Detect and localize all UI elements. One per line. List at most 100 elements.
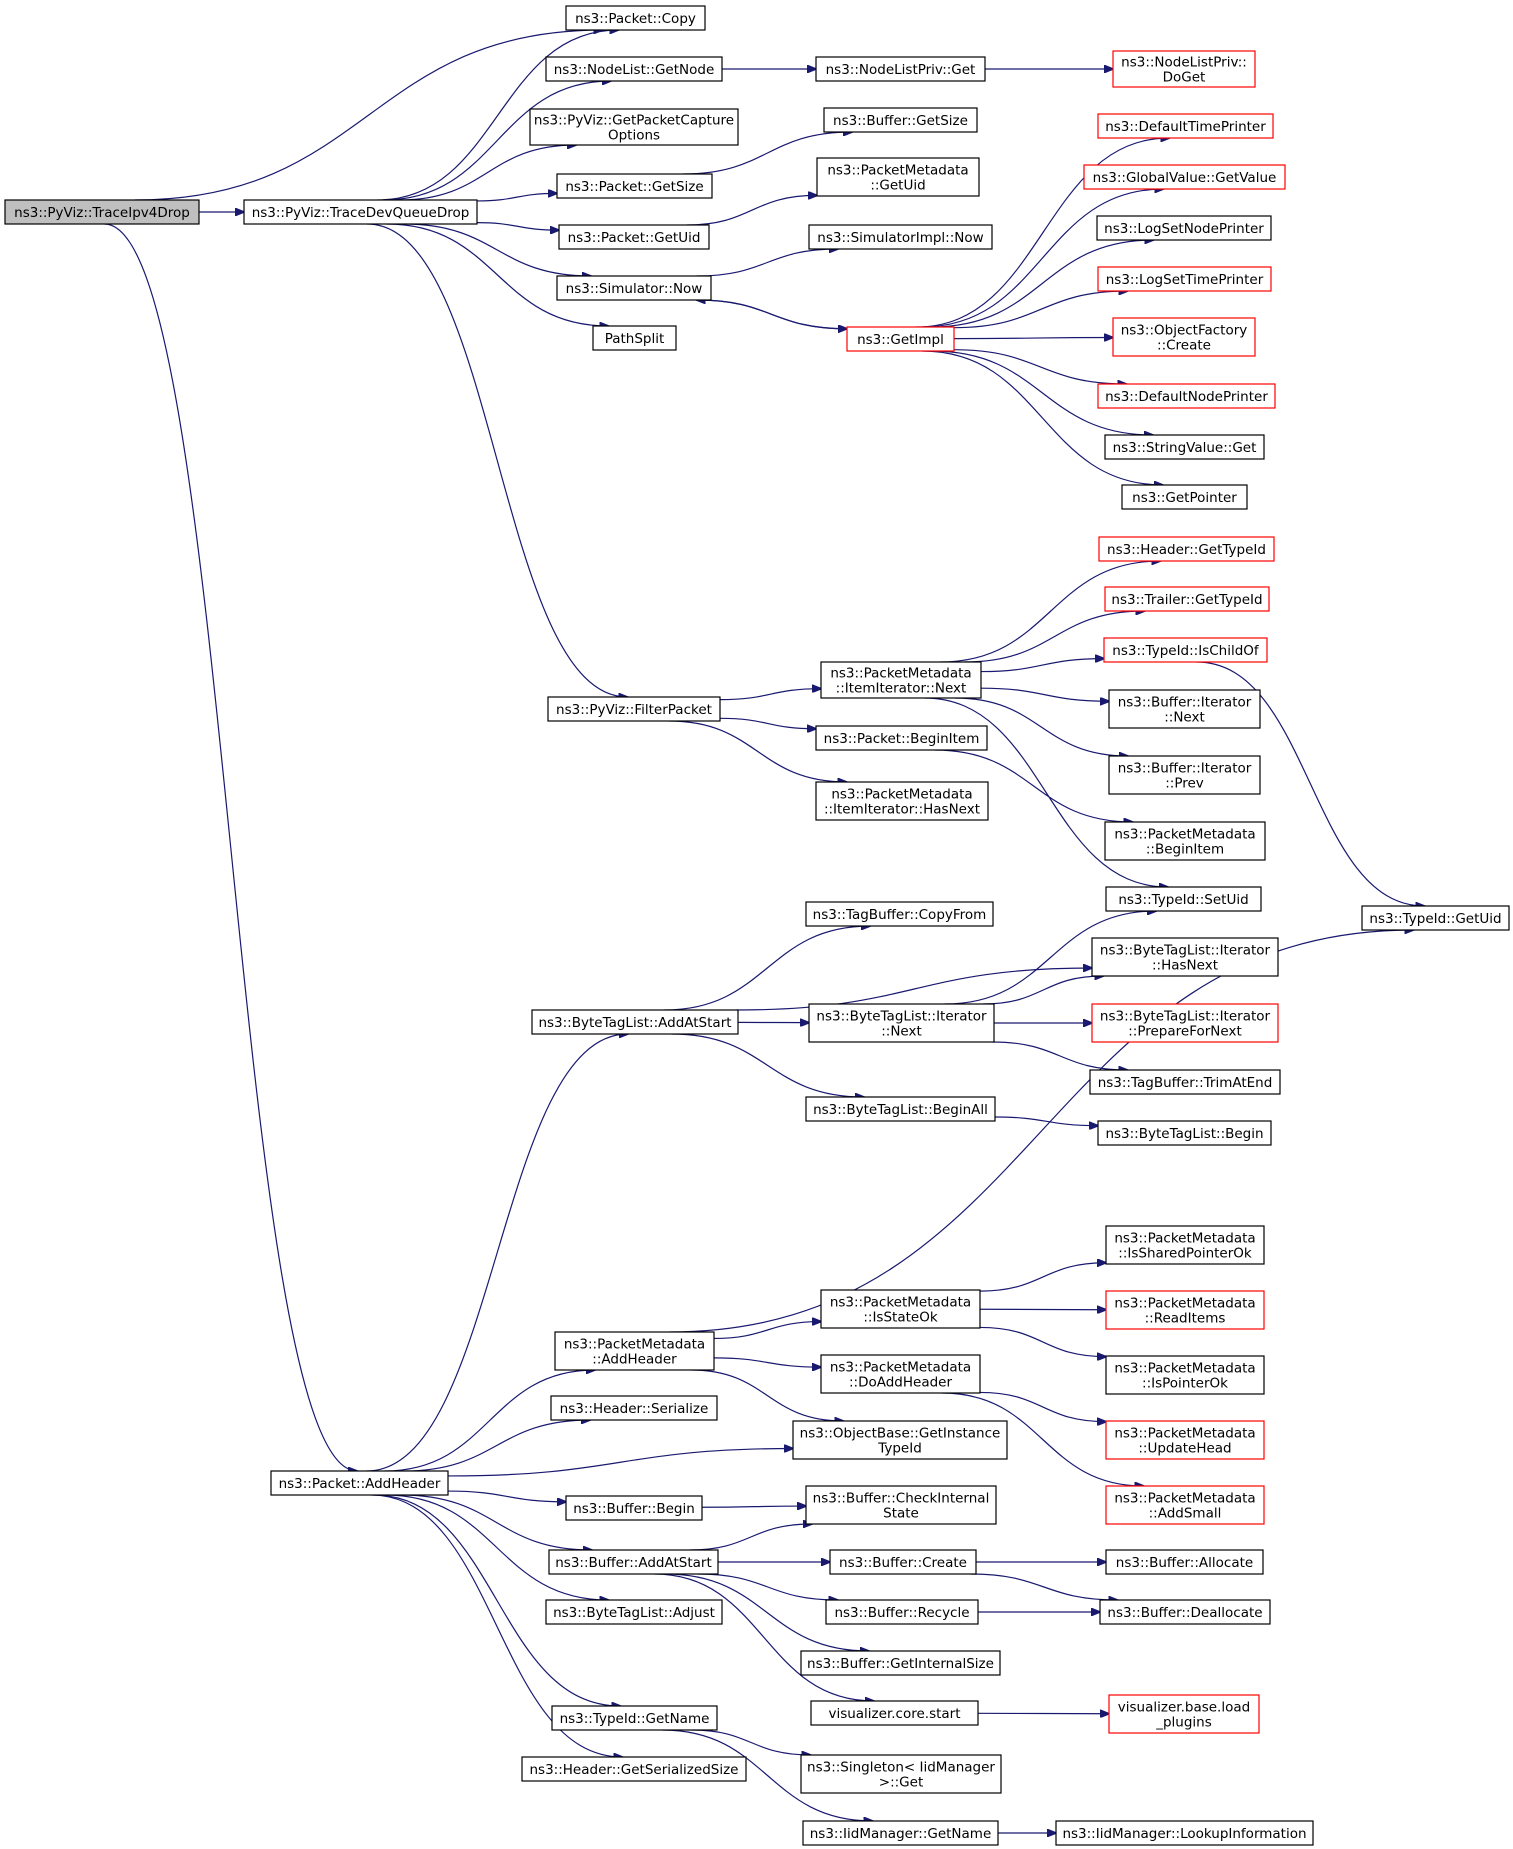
node-nodelistpriv-doget[interactable]: ns3::NodeListPriv::DoGet <box>1112 50 1256 88</box>
node-packet-getuid[interactable]: ns3::Packet::GetUid <box>558 224 710 250</box>
node-box[interactable] <box>547 696 721 722</box>
node-box[interactable] <box>554 1331 715 1371</box>
node-box[interactable] <box>820 661 982 699</box>
node-typeid-ischildof[interactable]: ns3::TypeId::IsChildOf <box>1103 637 1268 663</box>
node-box[interactable] <box>1104 586 1270 612</box>
node-box[interactable] <box>1097 266 1272 292</box>
node-packetmetadata-getuid[interactable]: ns3::PacketMetadata::GetUid <box>816 157 980 197</box>
node-typeid-getuid[interactable]: ns3::TypeId::GetUid <box>1361 905 1510 931</box>
node-box[interactable] <box>816 157 980 197</box>
node-simulatorimpl-now[interactable]: ns3::SimulatorImpl::Now <box>808 224 993 250</box>
node-typeid-getname[interactable]: ns3::TypeId::GetName <box>551 1705 718 1731</box>
node-tagbuffer-trimatend[interactable]: ns3::TagBuffer::TrimAtEnd <box>1089 1069 1281 1095</box>
node-visualizer-core-start[interactable]: visualizer.core.start <box>810 1700 979 1726</box>
node-box[interactable] <box>1099 1599 1271 1625</box>
node-header-getserializedsize[interactable]: ns3::Header::GetSerializedSize <box>521 1756 747 1782</box>
node-tagbuffer-copyfrom[interactable]: ns3::TagBuffer::CopyFrom <box>805 901 994 927</box>
node-objectfactory-create[interactable]: ns3::ObjectFactory::Create <box>1112 317 1256 357</box>
node-bytetaglist-begin[interactable]: ns3::ByteTagList::Begin <box>1097 1120 1272 1146</box>
node-box[interactable] <box>1098 536 1275 562</box>
node-box[interactable] <box>1105 1549 1264 1575</box>
node-logsetnodeprinter[interactable]: ns3::LogSetNodePrinter <box>1096 215 1272 241</box>
node-buffer-allocate[interactable]: ns3::Buffer::Allocate <box>1105 1549 1264 1575</box>
node-box[interactable] <box>1108 755 1261 795</box>
node-box[interactable] <box>846 326 955 352</box>
node-box[interactable] <box>1105 1485 1265 1525</box>
node-trailer-gettypeid[interactable]: ns3::Trailer::GetTypeId <box>1104 586 1270 612</box>
node-box[interactable] <box>1108 689 1261 729</box>
node-packetmetadata-updatehead[interactable]: ns3::PacketMetadata::UpdateHead <box>1105 1420 1265 1460</box>
node-packetmetadata-beginitem[interactable]: ns3::PacketMetadata::BeginItem <box>1104 821 1266 861</box>
node-packetmetadata-issharedpointerok[interactable]: ns3::PacketMetadata::IsSharedPointerOk <box>1105 1225 1265 1265</box>
node-box[interactable] <box>1105 886 1262 912</box>
node-packet-getsize[interactable]: ns3::Packet::GetSize <box>556 173 713 199</box>
node-box[interactable] <box>815 56 986 82</box>
node-box[interactable] <box>1104 434 1265 460</box>
node-bytetaglist-addatstart[interactable]: ns3::ByteTagList::AddAtStart <box>531 1009 739 1035</box>
node-box[interactable] <box>1105 1420 1265 1460</box>
node-box[interactable] <box>270 1470 449 1496</box>
node-bytetaglist-iterator-hasnext[interactable]: ns3::ByteTagList::Iterator::HasNext <box>1091 937 1279 977</box>
node-box[interactable] <box>592 325 677 351</box>
node-box[interactable] <box>820 1354 981 1394</box>
node-buffer-iterator-next[interactable]: ns3::Buffer::Iterator::Next <box>1108 689 1261 729</box>
node-box[interactable] <box>550 1395 718 1421</box>
node-box[interactable] <box>1083 164 1286 190</box>
node-box[interactable] <box>1105 1355 1265 1395</box>
node-singleton-iidmanager-get[interactable]: ns3::Singleton< IidManager>::Get <box>800 1754 1002 1794</box>
node-box[interactable] <box>1091 1003 1279 1043</box>
node-box[interactable] <box>820 1289 981 1329</box>
node-box[interactable] <box>808 224 993 250</box>
node-packetmetadata-readitems[interactable]: ns3::PacketMetadata::ReadItems <box>1105 1290 1265 1330</box>
node-box[interactable] <box>800 1754 1002 1794</box>
node-box[interactable] <box>1112 50 1256 88</box>
node-box[interactable] <box>805 1096 996 1122</box>
node-box[interactable] <box>815 725 988 751</box>
node-box[interactable] <box>805 1485 997 1525</box>
node-pathsplit[interactable]: PathSplit <box>592 325 677 351</box>
node-box[interactable] <box>823 107 978 133</box>
node-box[interactable] <box>1104 821 1266 861</box>
node-buffer-getsize[interactable]: ns3::Buffer::GetSize <box>823 107 978 133</box>
node-packet-addheader[interactable]: ns3::Packet::AddHeader <box>270 1470 449 1496</box>
node-header-serialize[interactable]: ns3::Header::Serialize <box>550 1395 718 1421</box>
node-box[interactable] <box>545 1599 723 1625</box>
node-box[interactable] <box>802 1820 999 1846</box>
node-box[interactable] <box>1055 1820 1314 1846</box>
node-box[interactable] <box>1091 937 1279 977</box>
node-packetmetadata-isstateok[interactable]: ns3::PacketMetadata::IsStateOk <box>820 1289 981 1329</box>
node-bytetaglist-iterator-prepare[interactable]: ns3::ByteTagList::Iterator::PrepareForNe… <box>1091 1003 1279 1043</box>
node-buffer-create[interactable]: ns3::Buffer::Create <box>829 1549 977 1575</box>
node-box[interactable] <box>556 275 712 301</box>
node-itemiterator-hasnext[interactable]: ns3::PacketMetadata::ItemIterator::HasNe… <box>815 781 989 821</box>
node-buffer-begin[interactable]: ns3::Buffer::Begin <box>565 1495 703 1521</box>
node-box[interactable] <box>4 199 200 225</box>
node-box[interactable] <box>1103 637 1268 663</box>
node-box[interactable] <box>1096 215 1272 241</box>
node-getimpl[interactable]: ns3::GetImpl <box>846 326 955 352</box>
node-defaulttimeprinter[interactable]: ns3::DefaultTimePrinter <box>1097 113 1274 139</box>
node-box[interactable] <box>1108 1694 1260 1734</box>
node-box[interactable] <box>565 1495 703 1521</box>
node-iidmanager-getname[interactable]: ns3::IidManager::GetName <box>802 1820 999 1846</box>
node-buffer-getinternalsize[interactable]: ns3::Buffer::GetInternalSize <box>800 1650 1001 1676</box>
node-box[interactable] <box>1105 1290 1265 1330</box>
node-itemiterator-next[interactable]: ns3::PacketMetadata::ItemIterator::Next <box>820 661 982 699</box>
node-box[interactable] <box>521 1756 747 1782</box>
node-box[interactable] <box>548 1549 719 1575</box>
node-box[interactable] <box>1089 1069 1281 1095</box>
node-box[interactable] <box>815 781 989 821</box>
node-packetmetadata-doaddheader[interactable]: ns3::PacketMetadata::DoAddHeader <box>820 1354 981 1394</box>
node-box[interactable] <box>529 108 739 146</box>
node-nodelistpriv-get[interactable]: ns3::NodeListPriv::Get <box>815 56 986 82</box>
node-header-gettypeid[interactable]: ns3::Header::GetTypeId <box>1098 536 1275 562</box>
node-bytetaglist-adjust[interactable]: ns3::ByteTagList::Adjust <box>545 1599 723 1625</box>
node-box[interactable] <box>810 1700 979 1726</box>
node-box[interactable] <box>243 199 478 225</box>
node-traceipv4drop[interactable]: ns3::PyViz::TraceIpv4Drop <box>4 199 200 225</box>
node-box[interactable] <box>1105 1225 1265 1265</box>
node-box[interactable] <box>1097 383 1276 409</box>
node-nodelist-getnode[interactable]: ns3::NodeList::GetNode <box>545 56 723 82</box>
